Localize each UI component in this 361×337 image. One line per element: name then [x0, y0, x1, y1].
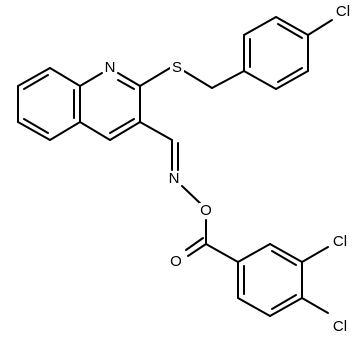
bond [275, 70, 309, 90]
double-bond-inner [109, 118, 135, 134]
bond [301, 297, 329, 314]
nitrogen-atom-quinoline: N [105, 59, 116, 76]
bond [49, 121, 81, 141]
bond [79, 121, 111, 141]
quinoline-pyridine-ring [79, 72, 141, 141]
double-bond-inner [271, 294, 297, 310]
oxygen-atom-ester: O [200, 202, 212, 219]
bond [109, 121, 141, 141]
bond [237, 243, 271, 263]
chlorine-atom-para: Cl [333, 318, 347, 335]
double-bond-inner [23, 118, 49, 134]
bond [269, 297, 303, 317]
bond [205, 243, 239, 263]
bond [187, 243, 207, 257]
double-bond-inner [23, 74, 49, 90]
dichlorophenyl-ring [237, 243, 329, 317]
atom-labels: N S N O O Cl Cl Cl [103, 3, 350, 335]
bond [117, 72, 141, 87]
bond [181, 185, 203, 206]
benzylthio-group [139, 67, 245, 89]
bond [307, 19, 333, 36]
nitrogen-atom-oxime: N [169, 170, 180, 187]
double-bond-inner [185, 237, 204, 251]
bond [49, 67, 81, 87]
bond [237, 297, 271, 317]
chlorine-atom-meta: Cl [333, 233, 347, 250]
bond [79, 72, 103, 87]
bond [139, 121, 173, 141]
bond [301, 246, 329, 263]
bond [243, 16, 277, 36]
bond [17, 67, 51, 87]
bond [269, 243, 303, 263]
double-bond-inner [277, 23, 303, 39]
bond [183, 70, 213, 89]
quinoline-benzo-ring [17, 67, 81, 141]
double-bond-inner [277, 67, 303, 83]
oxime-ester-chain [139, 121, 239, 263]
bond [243, 70, 277, 90]
bond [275, 16, 309, 36]
double-bond-inner [271, 250, 297, 266]
double-bond-inner [117, 79, 135, 90]
sulfur-atom: S [172, 59, 182, 76]
bond [17, 121, 51, 141]
chlorine-atom-benzyl: Cl [336, 3, 350, 20]
bond [211, 70, 245, 89]
bond [139, 67, 171, 87]
oxygen-atom-carbonyl: O [170, 253, 182, 270]
chlorophenyl-ring [243, 16, 333, 90]
